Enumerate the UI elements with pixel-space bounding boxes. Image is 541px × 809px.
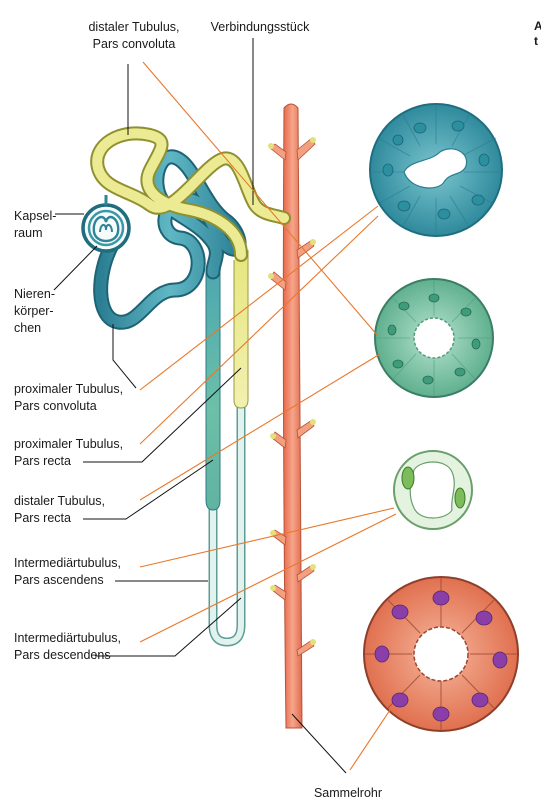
label-kapselraum-2: raum bbox=[14, 226, 42, 240]
label-distal-recta-1: distaler Tubulus, bbox=[14, 494, 105, 508]
label-verbindungsstueck: Verbindungsstück bbox=[211, 20, 310, 34]
cross-section-distal-tubule bbox=[374, 278, 494, 398]
cross-section-proximal-tubule bbox=[369, 103, 503, 237]
label-sammelrohr: Sammelrohr bbox=[314, 786, 382, 800]
corner-text-2: t bbox=[534, 34, 538, 48]
label-distal-convoluta-2: Pars convoluta bbox=[93, 37, 176, 51]
distal-tubule-pars-convoluta bbox=[90, 126, 291, 262]
collecting-duct bbox=[268, 103, 316, 729]
cross-section-intermediate-tubule bbox=[393, 450, 473, 530]
label-inter-ascendens-1: Intermediärtubulus, bbox=[14, 556, 121, 570]
labels: distaler Tubulus, Pars convoluta Verbind… bbox=[14, 19, 541, 800]
label-prox-recta-2: Pars recta bbox=[14, 454, 71, 468]
intermediate-tubule bbox=[208, 300, 246, 647]
label-prox-convoluta-2: Pars convoluta bbox=[14, 399, 97, 413]
label-inter-descendens-2: Pars descendens bbox=[14, 648, 111, 662]
orange-leader-lines bbox=[139, 61, 397, 771]
cross-section-collecting-duct bbox=[363, 576, 519, 732]
corner-text-1: A bbox=[534, 19, 541, 33]
label-nierenkoerperchen-3: chen bbox=[14, 321, 41, 335]
label-nierenkoerperchen-2: körper- bbox=[14, 304, 54, 318]
black-leader-lines bbox=[53, 38, 347, 774]
label-distal-recta-2: Pars recta bbox=[14, 511, 71, 525]
proximal-tubule-pars-recta bbox=[205, 260, 221, 511]
label-kapselraum-1: Kapsel- bbox=[14, 209, 56, 223]
label-distal-convoluta-1: distaler Tubulus, bbox=[88, 20, 179, 34]
label-prox-recta-1: proximaler Tubulus, bbox=[14, 437, 123, 451]
label-prox-convoluta-1: proximaler Tubulus, bbox=[14, 382, 123, 396]
label-nierenkoerperchen-1: Nieren- bbox=[14, 287, 55, 301]
label-inter-ascendens-2: Pars ascendens bbox=[14, 573, 104, 587]
distal-tubule-pars-recta bbox=[233, 250, 249, 409]
duct-branch-tips bbox=[268, 137, 316, 645]
renal-corpuscle bbox=[81, 195, 131, 253]
label-inter-descendens-1: Intermediärtubulus, bbox=[14, 631, 121, 645]
